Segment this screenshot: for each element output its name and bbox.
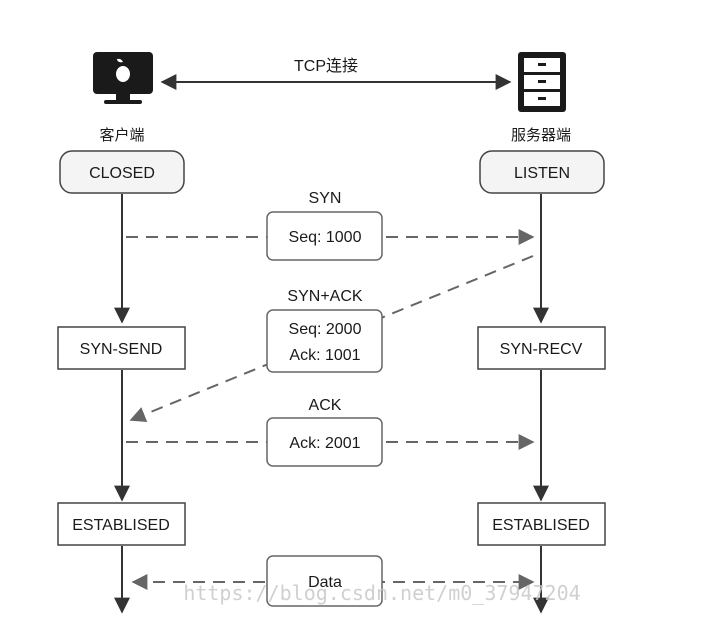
client-label: 客户端 [99, 127, 144, 144]
data-message-box: Data [266, 555, 383, 607]
state-syn-recv: SYN-RECV [477, 326, 606, 370]
data-label: Data [308, 574, 342, 591]
state-syn-send-label: SYN-SEND [80, 341, 163, 358]
state-listen-label: LISTEN [514, 165, 570, 182]
server-cabinet-icon [518, 52, 566, 112]
state-client-established-label: ESTABLISED [72, 517, 170, 534]
computer-icon [93, 52, 153, 104]
syn-ack-ack: Ack: 1001 [289, 347, 360, 364]
server-label: 服务器端 [511, 127, 571, 144]
state-closed: CLOSED [59, 150, 185, 194]
state-syn-send: SYN-SEND [57, 326, 186, 370]
state-server-established-label: ESTABLISED [492, 517, 590, 534]
ack-message-box: Ack: 2001 [266, 417, 383, 467]
state-syn-recv-label: SYN-RECV [500, 341, 583, 358]
state-server-established: ESTABLISED [477, 502, 606, 546]
syn-message-box: Seq: 1000 [266, 211, 383, 261]
syn-title: SYN [309, 190, 342, 207]
state-client-established: ESTABLISED [57, 502, 186, 546]
watermark: https://blog.csdn.net/m0_37947204 [183, 581, 580, 605]
syn-ack-arrow [129, 255, 534, 422]
syn-ack-title: SYN+ACK [287, 288, 362, 305]
syn-ack-message-box: Seq: 2000 Ack: 1001 [266, 309, 383, 373]
connection-label: TCP连接 [294, 57, 358, 75]
ack-title: ACK [309, 397, 342, 414]
syn-seq: Seq: 1000 [289, 229, 362, 246]
state-closed-label: CLOSED [89, 165, 155, 182]
ack-ack: Ack: 2001 [289, 435, 360, 452]
state-listen: LISTEN [479, 150, 605, 194]
syn-ack-seq: Seq: 2000 [289, 321, 362, 338]
